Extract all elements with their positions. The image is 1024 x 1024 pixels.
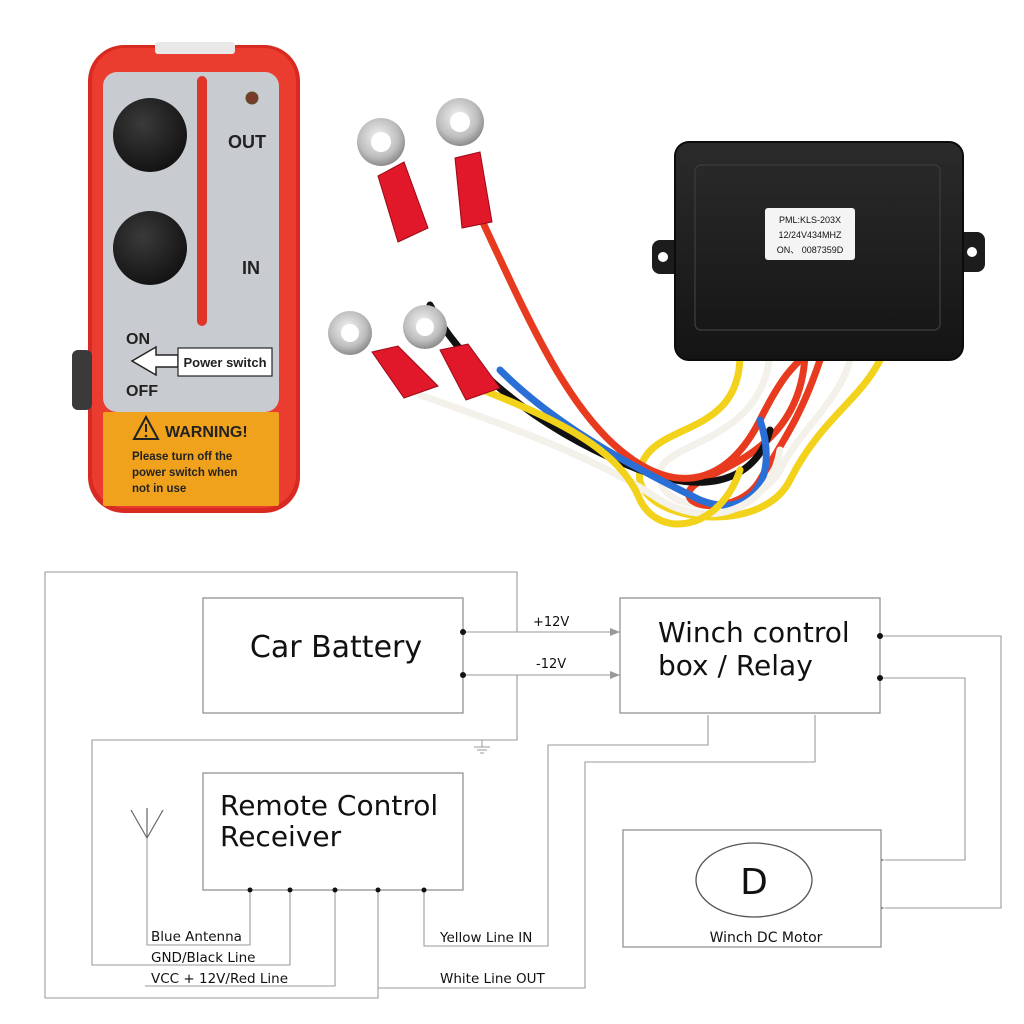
junction-dot	[460, 672, 466, 678]
off-label: OFF	[126, 383, 158, 400]
wire-motor-1	[880, 635, 1002, 909]
receiver-label	[765, 208, 855, 260]
vcc-red-label: VCC + 12V/Red Line	[151, 971, 288, 987]
out-label: OUT	[228, 132, 266, 152]
power-switch-slider[interactable]	[72, 350, 92, 410]
pin-dot	[375, 887, 381, 893]
blue-antenna-label: Blue Antenna	[151, 929, 242, 945]
power-switch-box	[177, 347, 273, 377]
pin-dot	[247, 887, 253, 893]
wiring-diagram: Car Battery Winch control box / Relay Re…	[44, 571, 1002, 999]
ring-terminal-1	[357, 118, 429, 243]
receiver-label-line-2: 12/24V434MHZ	[778, 230, 842, 240]
warning-title: WARNING!	[165, 424, 248, 441]
remote-label-sticker	[155, 42, 235, 54]
out-button[interactable]	[113, 98, 187, 172]
wire-gnd	[91, 675, 518, 966]
power-switch-label: Power switch	[183, 355, 266, 370]
receiver-label-line-1: PML:KLS-203X	[779, 215, 841, 225]
white-out-label: White Line OUT	[440, 971, 545, 987]
pin-dot	[332, 887, 338, 893]
antenna-icon	[130, 808, 164, 839]
winch-control-box	[619, 597, 881, 714]
ring-terminal-3	[328, 311, 439, 399]
warning-line-2: power switch when	[132, 467, 237, 479]
motor-symbol-circle	[695, 842, 813, 918]
junction-dot	[460, 629, 466, 635]
arrow-minus12	[610, 671, 620, 679]
yellow-in-label: Yellow Line IN	[439, 930, 532, 946]
mount-hole-left	[658, 252, 668, 262]
winch-box-label-line-2: box / Relay	[658, 649, 813, 682]
in-button[interactable]	[113, 211, 187, 285]
mount-hole-right	[967, 247, 977, 257]
wire-white-out	[378, 715, 816, 989]
motor-symbol: D	[740, 862, 768, 903]
junction-dot	[877, 633, 883, 639]
arrow-plus12	[610, 628, 620, 636]
blue-wire	[496, 366, 770, 509]
motor-label: Winch DC Motor	[710, 930, 823, 946]
remote-panel-stripe	[197, 76, 207, 326]
ground-icon	[474, 740, 490, 754]
ring-terminal-4	[403, 305, 501, 401]
wire-motor-2	[880, 677, 966, 861]
pin-dot	[421, 887, 427, 893]
minus12-label: -12V	[536, 657, 566, 672]
warning-line-3: not in use	[132, 483, 186, 495]
receiver-module: PML:KLS-203X 12/24V434MHZ ON、 0087359D	[652, 141, 985, 361]
winch-box-label-line-1: Winch control	[658, 616, 850, 649]
remote-control: OUT IN ON OFF Power switch WARNING! Plea…	[72, 42, 300, 513]
pin-dot	[287, 887, 293, 893]
car-battery-box	[202, 597, 464, 714]
yellow-wire	[466, 381, 744, 528]
wire-antenna	[146, 838, 251, 946]
remote-receiver-box	[202, 772, 464, 891]
warning-triangle-icon	[132, 414, 160, 440]
ring-terminal-2	[436, 98, 493, 229]
led-indicator	[245, 91, 259, 105]
receiver-label-line-3: ON、 0087359D	[777, 245, 844, 255]
wire-yellow-in	[423, 715, 709, 947]
receiver-wires	[416, 191, 884, 528]
receiver-label-line-2: Receiver	[220, 820, 342, 853]
receiver-label-line-1: Remote Control	[220, 789, 438, 822]
receiver-lid-edge	[694, 164, 941, 331]
gnd-black-label: GND/Black Line	[151, 950, 255, 966]
car-battery-label: Car Battery	[250, 630, 422, 665]
wire-vcc	[145, 890, 336, 987]
plus12-label: +12V	[533, 615, 569, 630]
red-wire	[466, 191, 804, 482]
on-label: ON	[126, 331, 150, 348]
white-wire	[416, 391, 784, 518]
junction-dot	[877, 675, 883, 681]
in-label: IN	[242, 258, 260, 278]
warning-line-1: Please turn off the	[132, 451, 232, 463]
